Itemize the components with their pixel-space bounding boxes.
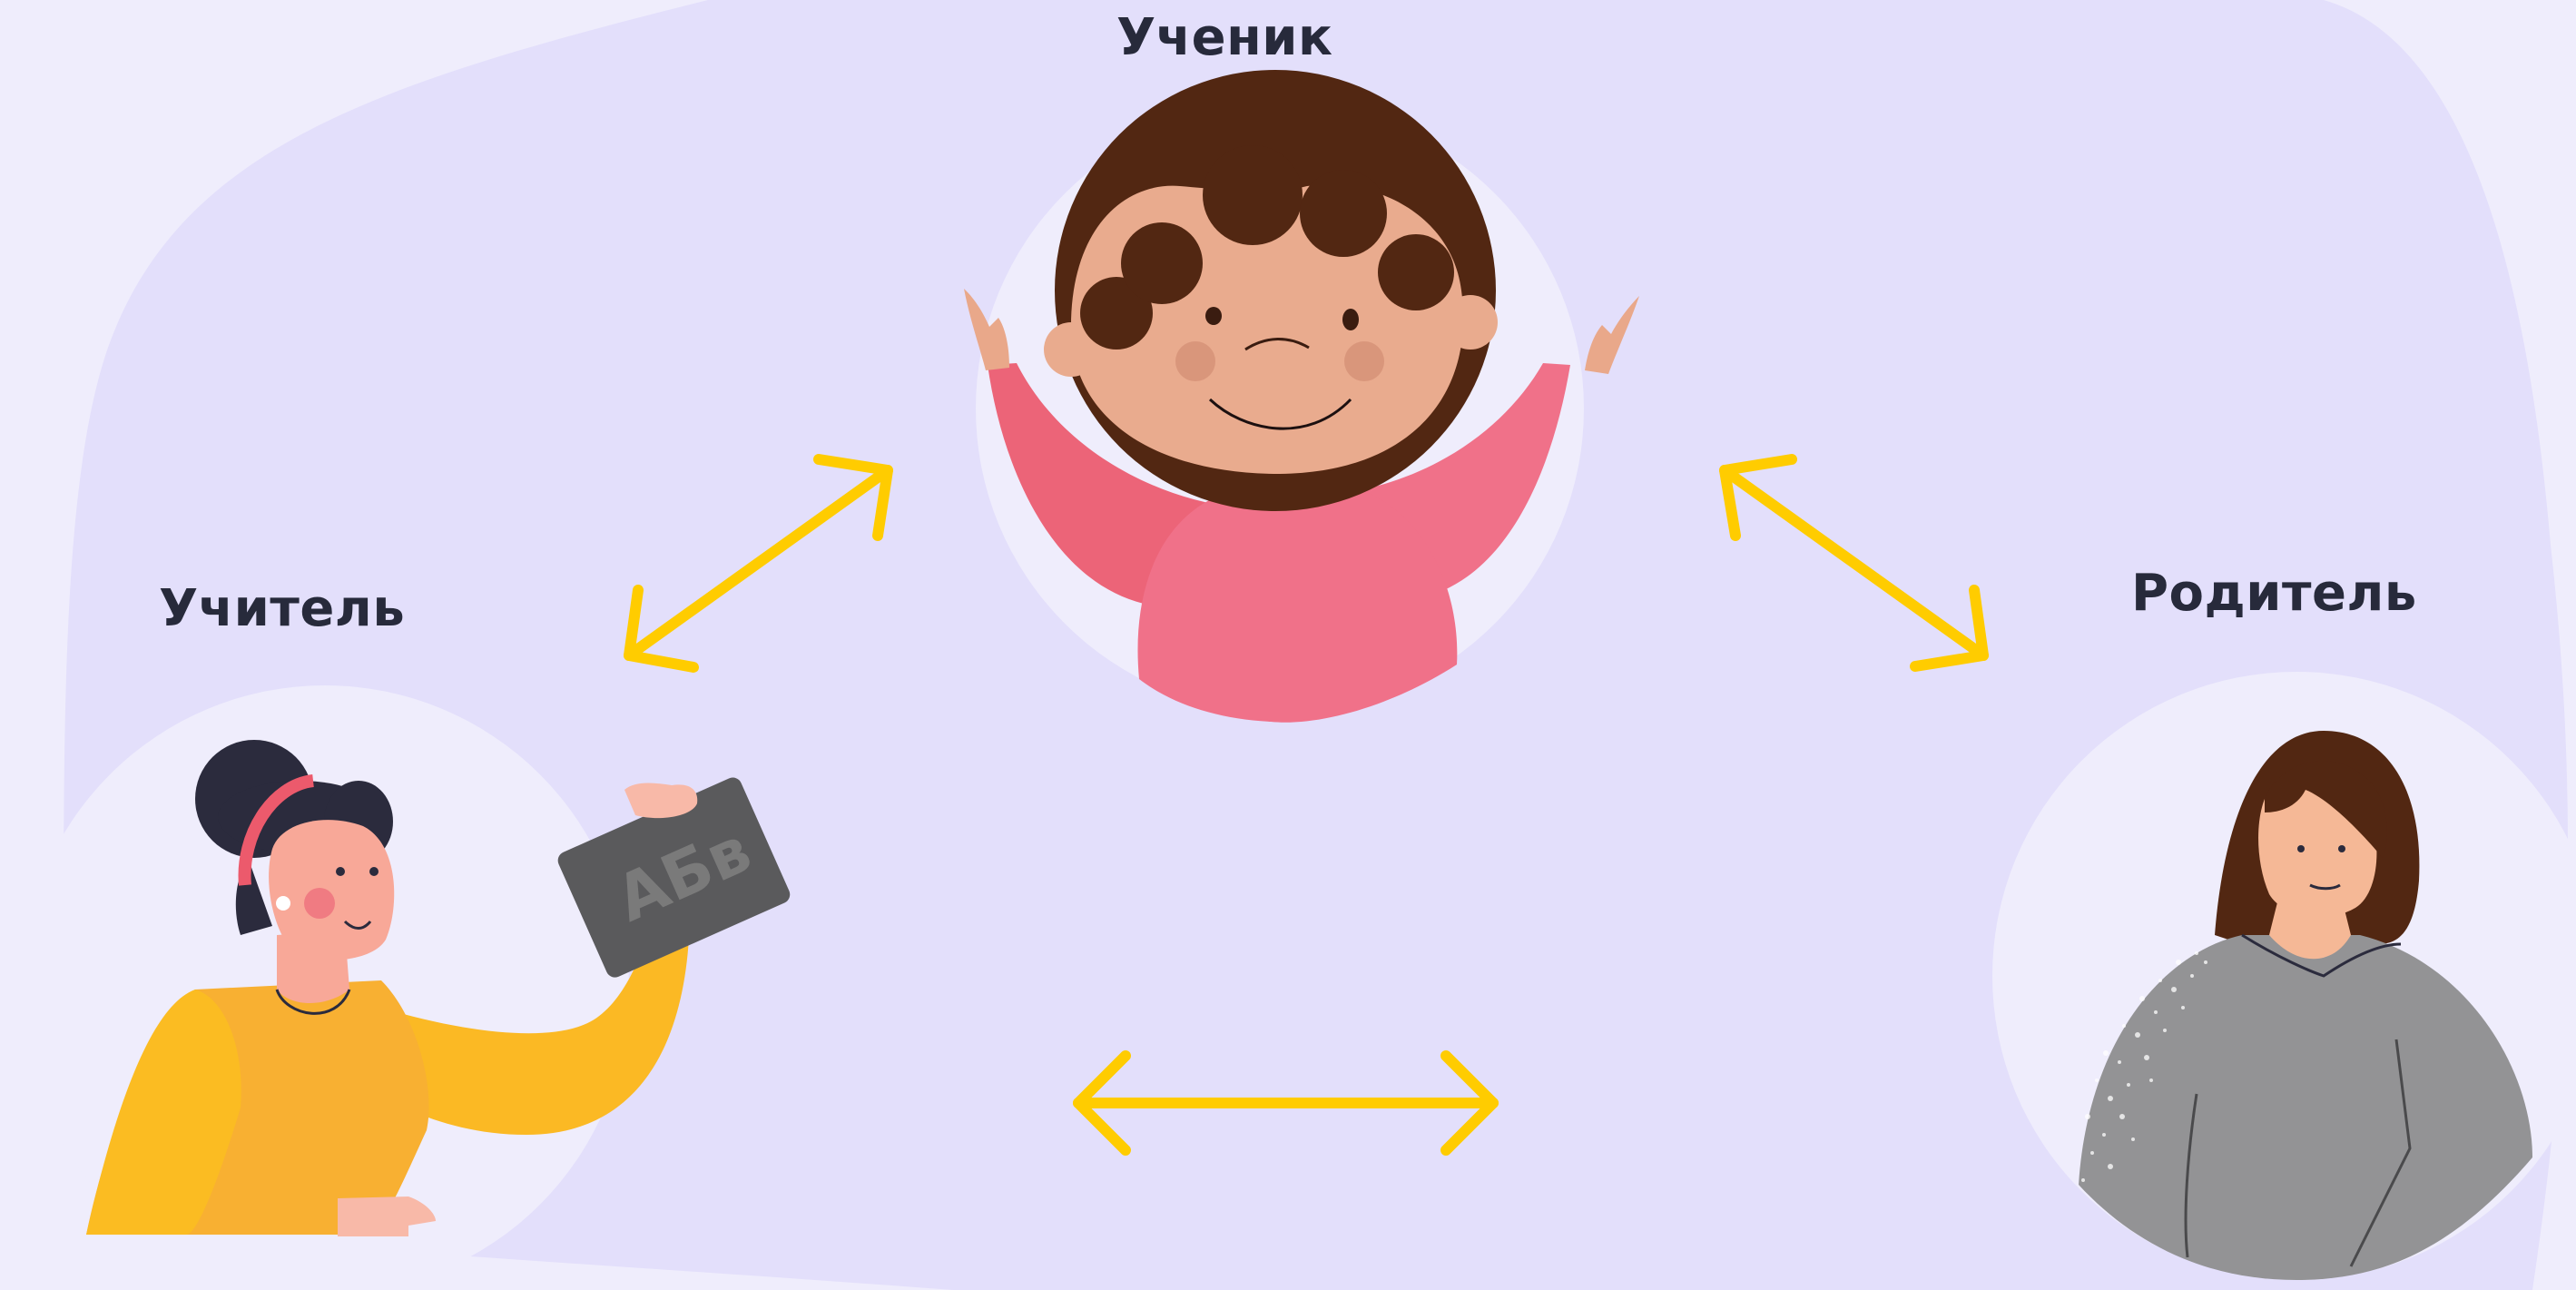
teacher-label: Учитель bbox=[159, 584, 405, 635]
parent-left-eye bbox=[2297, 845, 2305, 852]
teacher-left-eye bbox=[336, 867, 345, 876]
parent-label: Родитель bbox=[2131, 568, 2417, 619]
teacher-right-eye bbox=[369, 867, 379, 876]
teacher-earring bbox=[276, 896, 290, 911]
parent-figure bbox=[1992, 672, 2576, 1280]
student-label: Ученик bbox=[1116, 13, 1333, 64]
student-left-eye bbox=[1205, 307, 1222, 325]
teacher-cheek bbox=[304, 888, 335, 919]
teacher-face bbox=[269, 820, 394, 960]
student-right-eye bbox=[1342, 309, 1359, 330]
student-right-ear bbox=[1443, 295, 1498, 350]
student-left-cheek bbox=[1175, 341, 1215, 381]
teacher-board-hand bbox=[624, 783, 697, 819]
student-right-cheek bbox=[1344, 341, 1384, 381]
parent-right-eye bbox=[2338, 845, 2345, 852]
